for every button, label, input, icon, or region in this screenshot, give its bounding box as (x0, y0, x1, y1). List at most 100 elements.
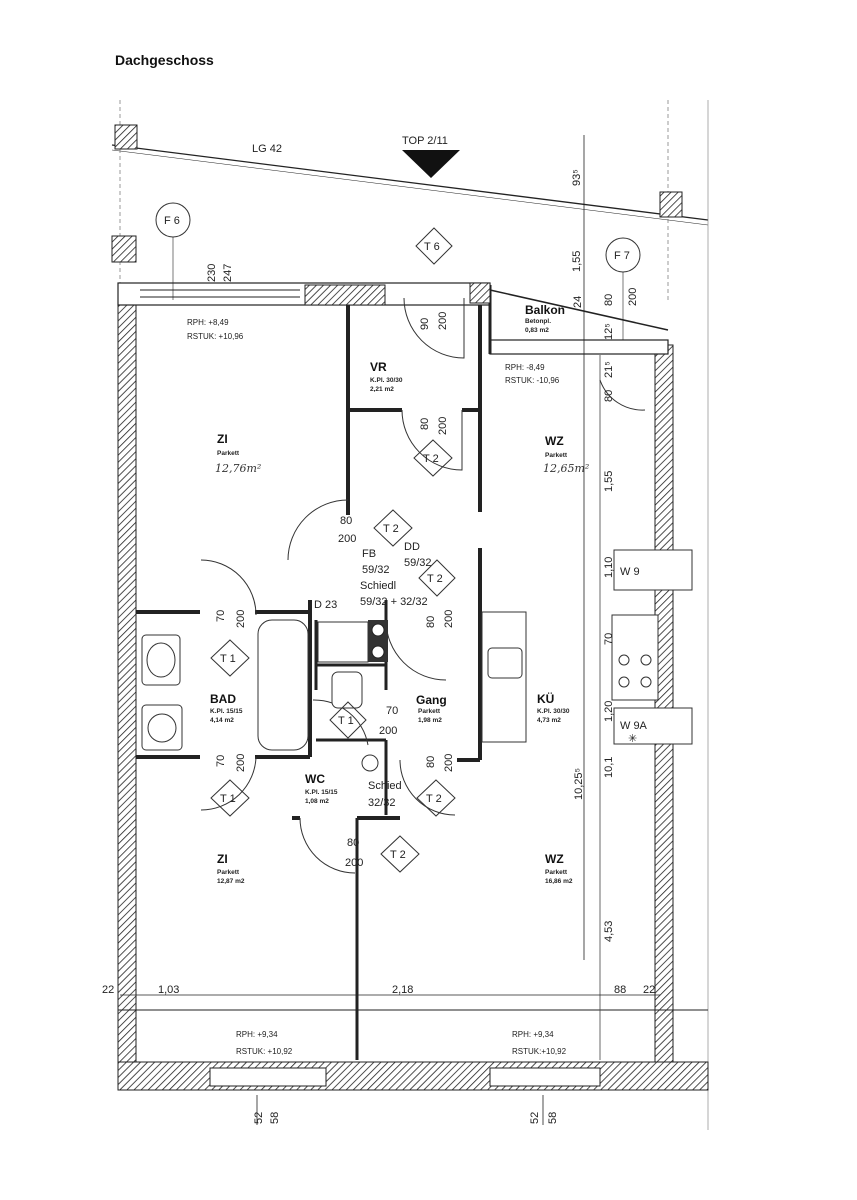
dim-right: 1,10 (603, 557, 615, 578)
dim-top: 247 (222, 264, 234, 282)
door-tag: T 1 (338, 715, 354, 727)
room-area: 4,73 m2 (537, 717, 561, 724)
washing-machine (141, 704, 183, 751)
door-width: 80 (603, 294, 615, 306)
door-width: 70 (215, 610, 227, 622)
top-marker-icon (402, 150, 460, 178)
room-area: 1,98 m2 (418, 717, 442, 724)
dim-right: 1,55 (571, 251, 583, 272)
room-area: 2,21 m2 (370, 386, 394, 393)
dim-bottom: 1,03 (158, 984, 179, 996)
door-tag: T 2 (423, 453, 439, 465)
dim-right: 10,25⁵ (573, 768, 585, 800)
dim-right: 80 (603, 390, 615, 402)
level-rstuk: RSTUK: +10,96 (187, 332, 244, 341)
dim-bottom: 22 (643, 984, 655, 996)
door-height: 200 (345, 857, 363, 869)
room-floor: K.Pl. 30/30 (370, 377, 403, 384)
dim-bottom: 22 (102, 984, 114, 996)
room-floor: Parkett (217, 869, 240, 876)
wall-south (117, 1061, 709, 1091)
kitchen-sink (487, 647, 523, 679)
door-width: 70 (386, 705, 398, 717)
door-tag: T 6 (424, 241, 440, 253)
room-name: WC (305, 772, 325, 786)
door-height: 200 (437, 312, 449, 330)
top-unit-label: TOP 2/11 (402, 135, 448, 147)
door-height: 200 (437, 417, 449, 435)
door-height: 200 (235, 754, 247, 772)
storage-fb: FB (362, 548, 376, 560)
door-width: 80 (340, 515, 352, 527)
dim-top: 230 (206, 264, 218, 282)
door-height: 200 (338, 533, 356, 545)
door-width: 80 (347, 837, 359, 849)
column-right (659, 191, 683, 218)
door-tag: T 2 (426, 793, 442, 805)
door-tag: T 2 (390, 849, 406, 861)
room-floor: Parkett (217, 450, 240, 457)
room-name: Gang (416, 693, 447, 707)
room-name: Balkon (525, 303, 565, 317)
room-area: 0,83 m2 (525, 327, 549, 334)
room-floor: K.Pl. 30/30 (537, 708, 570, 715)
axis-label-f6: F 6 (164, 215, 180, 227)
balcony-rail (489, 339, 669, 355)
door-height: 200 (379, 725, 397, 737)
door-height: 200 (443, 610, 455, 628)
door-width: 80 (425, 756, 437, 768)
door-width: 80 (419, 418, 431, 430)
dim-bottom: 2,18 (392, 984, 413, 996)
fan-icon: ✳ (628, 733, 637, 745)
roof-line (111, 144, 709, 221)
door-tag: T 1 (220, 793, 236, 805)
room-area: 4,14 m2 (210, 717, 234, 724)
storage-d23: D 23 (314, 599, 337, 611)
storage-schied-size: 32/32 (368, 797, 396, 809)
room-name: KÜ (537, 691, 554, 706)
dim-foot: 52 (253, 1112, 265, 1124)
level-rph: RPH: +9,34 (236, 1030, 278, 1039)
door-width: 80 (425, 616, 437, 628)
room-name: ZI (217, 432, 228, 446)
level-rph: RPH: +9,34 (512, 1030, 554, 1039)
wall-north (117, 282, 491, 306)
door-tag: T 1 (220, 653, 236, 665)
storage-dd-size: 59/32 (404, 557, 432, 569)
window-label: W 9A (620, 720, 648, 732)
room-area: 16,86 m2 (545, 878, 573, 885)
toilet (331, 671, 363, 709)
door-height: 200 (235, 610, 247, 628)
storage-schied: Schied (368, 780, 402, 792)
room-floor: Parkett (418, 708, 441, 715)
door-width: 70 (215, 755, 227, 767)
dim-top: 24 (572, 296, 584, 308)
room-floor: Betonpl. (525, 318, 551, 325)
dim-right: 93⁵ (571, 169, 583, 186)
level-rstuk: RSTUK: +10,92 (236, 1047, 293, 1056)
dim-foot: 58 (547, 1112, 559, 1124)
dim-right: 10,1 (603, 757, 615, 778)
room-name: WZ (545, 852, 564, 866)
dim-right: 12⁵ (603, 323, 615, 340)
door-width: 90 (419, 318, 431, 330)
room-floor: Parkett (545, 869, 568, 876)
room-area: 1,08 m2 (305, 798, 329, 805)
dim-right: 1,20 (603, 701, 615, 722)
room-floor: Parkett (545, 452, 568, 459)
column-left (114, 124, 138, 150)
level-rstuk: RSTUK: -10,96 (505, 376, 560, 385)
stove (611, 614, 659, 701)
window-label: W 9 (620, 566, 640, 578)
lg-label: LG 42 (252, 143, 282, 155)
door-height: 200 (443, 754, 455, 772)
dim-right: 1,55 (603, 471, 615, 492)
dim-right: 4,53 (603, 921, 615, 942)
door-height: 200 (627, 288, 639, 306)
room-name: BAD (210, 692, 236, 706)
axis-label-f7: F 7 (614, 250, 630, 262)
storage-dd: DD (404, 541, 420, 553)
dim-foot: 58 (269, 1112, 281, 1124)
plan-heading: Dachgeschoss (115, 52, 214, 68)
